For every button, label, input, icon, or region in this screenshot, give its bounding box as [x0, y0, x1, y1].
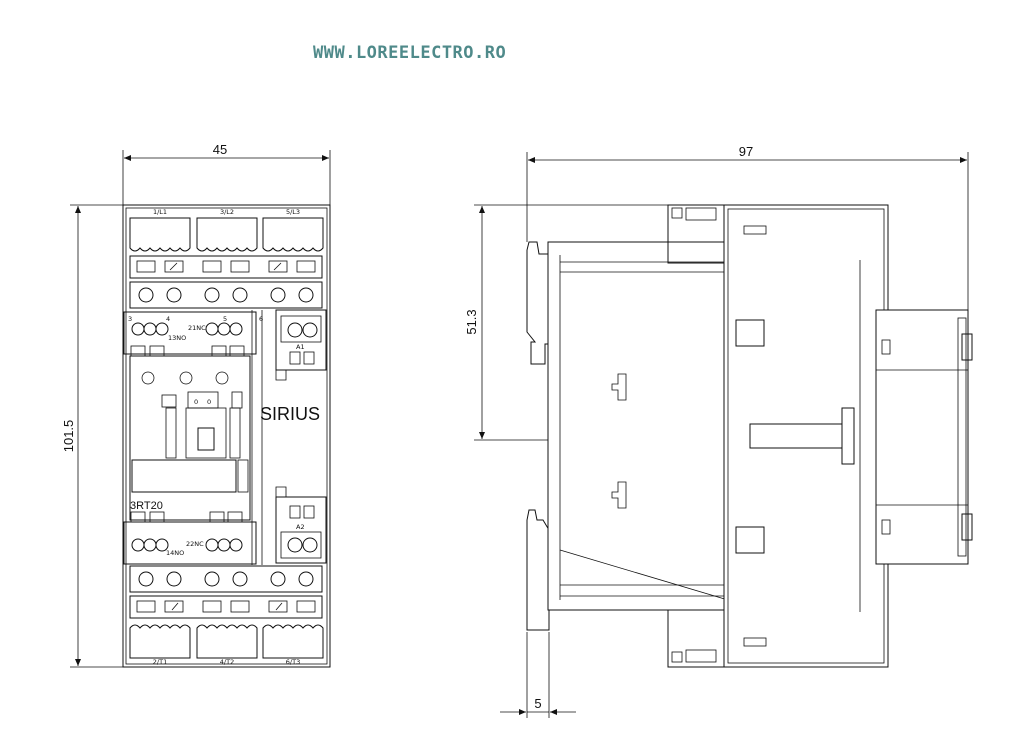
- dimension-width-45: 45: [122, 142, 331, 205]
- coil-label-a2: A2: [296, 523, 305, 531]
- terminal-label-2-t1: 2/T1: [153, 658, 167, 666]
- terminal-label-5-l3: 5/L3: [286, 208, 300, 216]
- coil-terminal-a1: A1: [275, 309, 327, 381]
- coil-label-a1: A1: [296, 343, 305, 351]
- dimension-height-101-5: 101.5: [61, 204, 123, 668]
- svg-text:0: 0: [207, 398, 211, 406]
- aux-label-22nc: 22NC: [186, 540, 204, 548]
- dimension-label-rail: 5: [534, 696, 541, 711]
- svg-text:0: 0: [194, 398, 198, 406]
- front-view: 45 101.5 1/L1 3/L2 5/L3: [61, 142, 331, 668]
- front-body-outline: [122, 204, 331, 668]
- bottom-screws: [129, 565, 323, 593]
- coil-terminal-a2: A2: [275, 486, 327, 564]
- terminal-label-6-t3: 6/T3: [286, 658, 300, 666]
- aux-contact-top: 3 4 5 6 13NO 21NC: [123, 311, 263, 357]
- aux-label-21nc: 21NC: [188, 324, 206, 332]
- bottom-screw-slots: [129, 595, 323, 619]
- aux-number-4: 4: [166, 315, 170, 323]
- top-screws: [129, 281, 323, 309]
- side-main-housing: [723, 204, 889, 668]
- model-label: 3RT20: [130, 500, 163, 512]
- terminal-label-4-t2: 4/T2: [220, 658, 234, 666]
- brand-label: SIRIUS: [260, 404, 320, 424]
- aux-contact-bottom: 22NC 14NO: [123, 511, 257, 565]
- din-rail-clip: [526, 241, 550, 365]
- side-base-body: [547, 241, 729, 611]
- side-front-cover: [875, 309, 973, 565]
- terminal-label-3-l2: 3/L2: [220, 208, 234, 216]
- dimension-rail-5: 5: [500, 632, 576, 718]
- aux-number-6: 6: [259, 315, 263, 323]
- top-screw-slots: [129, 255, 323, 279]
- aux-number-5: 5: [223, 315, 227, 323]
- dimension-label-height: 101.5: [61, 420, 76, 453]
- dimension-label-mid-height: 51.3: [464, 309, 479, 334]
- top-terminal-openings: [129, 217, 324, 252]
- dimension-label-width: 45: [213, 142, 227, 157]
- center-mechanism: 0 0 3RT20: [129, 355, 251, 521]
- aux-label-13no: 13NO: [168, 334, 186, 342]
- side-view: 97 51.3 5: [464, 144, 973, 718]
- aux-number-3: 3: [128, 315, 132, 323]
- dimension-height-51-3: 51.3: [464, 204, 750, 441]
- dimension-label-depth: 97: [739, 144, 753, 159]
- aux-label-14no: 14NO: [166, 549, 184, 557]
- bottom-terminal-openings: [129, 624, 324, 659]
- dimension-depth-97: 97: [526, 144, 969, 310]
- watermark-text: WWW.LOREELECTRO.RO: [313, 43, 506, 63]
- terminal-label-1-l1: 1/L1: [153, 208, 167, 216]
